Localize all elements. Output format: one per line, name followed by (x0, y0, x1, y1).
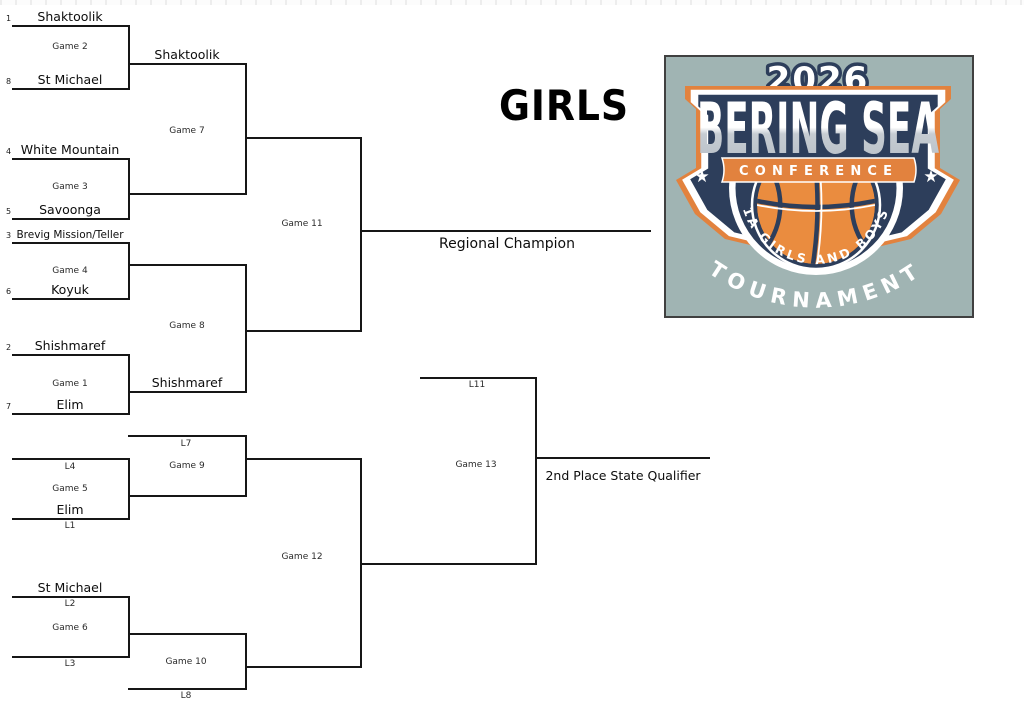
line-l11 (420, 377, 535, 379)
ball-ring (750, 159, 882, 271)
line-seed7 (12, 413, 128, 415)
team-name-white-mountain: White Mountain (20, 142, 120, 157)
line-game1-winner (128, 391, 245, 393)
line-seed1 (12, 25, 128, 27)
page-title: GIRLS (498, 81, 630, 130)
seed-label: 4 (6, 147, 12, 156)
line-game6-winner (128, 633, 245, 635)
winner-name-game1: Shishmaref (151, 375, 223, 390)
loser-label-l2: L2 (64, 599, 76, 609)
game-label-6: Game 6 (52, 623, 88, 633)
logo-title-text: BERING SEA (697, 88, 939, 170)
line-seed3 (12, 242, 128, 244)
line-seed4 (12, 158, 128, 160)
line-seed2 (12, 354, 128, 356)
line-game13-winner (535, 457, 710, 459)
loser-label-l11: L11 (468, 380, 486, 390)
join-game11 (360, 137, 362, 332)
regional-champion-label: Regional Champion (439, 236, 575, 252)
line-l1 (12, 518, 128, 520)
line-game7-winner (245, 137, 360, 139)
line-l2 (12, 596, 128, 598)
join-game9 (245, 435, 247, 497)
join-game2 (128, 25, 130, 90)
join-game1 (128, 354, 130, 415)
game-label-13: Game 13 (455, 460, 497, 470)
line-game9-winner (245, 458, 360, 460)
team-name-st-michael: St Michael (37, 72, 103, 87)
tournament-logo: 2026 1A (664, 55, 974, 318)
team-name-shaktoolik: Shaktoolik (37, 9, 103, 24)
seed-label: 5 (6, 207, 12, 216)
line-seed6 (12, 298, 128, 300)
line-champion (360, 230, 651, 232)
line-seed8 (12, 88, 128, 90)
conference-ribbon (720, 157, 917, 183)
basketball-seam-highlights (757, 159, 875, 264)
line-l8 (128, 688, 245, 690)
line-game5-winner (128, 495, 245, 497)
game-label-3: Game 3 (52, 182, 88, 192)
loser-label-l3: L3 (64, 659, 76, 669)
conference-ribbon-text: CONFERENCE (739, 164, 897, 179)
team-name-brevig-mission-teller: Brevig Mission/Teller (16, 229, 124, 241)
loser-label-l8: L8 (180, 691, 192, 701)
seed-label: 7 (6, 402, 12, 411)
loser-label-l7: L7 (180, 439, 192, 449)
consolation-team-l2: St Michael (37, 580, 103, 595)
seed-label: 2 (6, 343, 12, 352)
game-label-1: Game 1 (52, 379, 88, 389)
game-label-2: Game 2 (52, 42, 88, 52)
join-game10 (245, 633, 247, 690)
loser-label-l4: L4 (64, 462, 76, 472)
line-game10-winner (245, 666, 360, 668)
line-game12-winner (360, 563, 537, 565)
seed-label: 3 (6, 231, 12, 240)
join-game6 (128, 596, 130, 658)
consolation-team-l1: Elim (56, 502, 84, 517)
line-game4-winner (128, 264, 245, 266)
line-l7 (128, 435, 245, 437)
line-game3-winner (128, 193, 245, 195)
line-seed5 (12, 218, 128, 220)
line-game2-winner (128, 63, 245, 65)
seed-label: 6 (6, 287, 12, 296)
game-label-10: Game 10 (165, 657, 207, 667)
join-game4 (128, 242, 130, 300)
game-label-9: Game 9 (169, 461, 205, 471)
seed-label: 1 (6, 14, 12, 23)
line-l3 (12, 656, 128, 658)
game-label-12: Game 12 (281, 552, 323, 562)
line-game8-winner (245, 330, 360, 332)
star-right-icon: ★ (923, 167, 938, 187)
join-game7 (245, 63, 247, 195)
cropped-edge-fragment (0, 0, 1024, 5)
seed-label: 8 (6, 77, 12, 86)
team-name-savoonga: Savoonga (39, 202, 101, 217)
team-name-shishmaref: Shishmaref (34, 338, 106, 353)
team-name-elim: Elim (56, 397, 84, 412)
loser-label-l1: L1 (64, 521, 76, 531)
winner-name-game2: Shaktoolik (154, 47, 220, 62)
line-l4 (12, 458, 128, 460)
join-game3 (128, 158, 130, 220)
star-left-icon: ★ (694, 167, 709, 187)
game-label-7: Game 7 (169, 126, 205, 136)
game-label-5: Game 5 (52, 484, 88, 494)
game-label-8: Game 8 (169, 321, 205, 331)
game-label-4: Game 4 (52, 266, 88, 276)
team-name-koyuk: Koyuk (51, 282, 89, 297)
join-game13 (535, 377, 537, 565)
join-game8 (245, 264, 247, 393)
join-game5 (128, 458, 130, 520)
game-label-11: Game 11 (281, 219, 323, 229)
state-qualifier-label: 2nd Place State Qualifier (545, 468, 701, 483)
